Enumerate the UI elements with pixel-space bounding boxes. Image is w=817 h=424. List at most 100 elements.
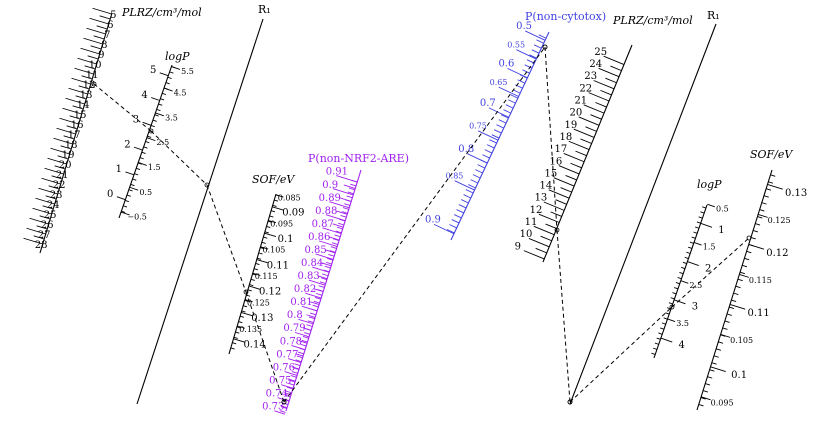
left-logp-fine-tick	[162, 92, 167, 96]
left-plrz-tick	[65, 97, 85, 105]
isopleth-point	[746, 235, 752, 241]
nrf2-tick	[318, 240, 338, 247]
left-sof-fine-tick	[274, 199, 279, 202]
right-plrz-tick	[523, 250, 545, 260]
right-plrz-tick	[538, 213, 560, 223]
left-sof-minor-tick	[268, 219, 277, 224]
right-sof-fine-tick	[698, 404, 704, 407]
left-logp-fine-tick	[141, 151, 146, 154]
nrf2-fine-tick	[291, 371, 298, 374]
right-sof-fine-tick	[750, 237, 756, 240]
right-logp-minor-label: 2.5	[690, 281, 703, 290]
left-sof-fine-tick	[270, 210, 276, 213]
left-logp-minor-label: 0.5	[139, 188, 152, 197]
nrf2-fine-tick	[324, 265, 331, 269]
left-sof-fine-tick	[243, 305, 248, 308]
left-sof-fine-tick	[272, 204, 277, 207]
isopleth-point	[554, 227, 560, 233]
cytotox-fine-tick	[484, 149, 493, 154]
nrf2-fine-tick	[313, 300, 320, 304]
nrf2-fine-tick	[351, 179, 358, 183]
right-logp-tick	[660, 337, 673, 343]
cytotox-tick	[433, 223, 455, 235]
right-sof-minor-label: 0.115	[749, 276, 772, 285]
left-plrz-tick-label: 14	[77, 100, 90, 111]
cytotox-fine-tick	[472, 174, 481, 179]
isopleth-point	[204, 182, 210, 188]
cytotox-fine-tick	[468, 184, 476, 189]
nrf2-fine-tick	[306, 324, 313, 327]
left-plrz-minor-tick	[87, 55, 99, 60]
nrf2-fine-tick	[331, 242, 338, 245]
right-logp-fine-tick	[684, 256, 689, 259]
left-logp-tick-label: 5	[150, 65, 156, 76]
right-plrz-tick-label: 22	[579, 83, 592, 94]
nrf2-fine-tick	[305, 328, 312, 331]
left-plrz-minor-tick	[57, 155, 69, 160]
right-logp-fine-tick	[679, 271, 684, 275]
right-sof-fine-tick	[744, 257, 750, 261]
right-plrz-tick	[543, 201, 565, 211]
left-logp-fine-tick	[134, 173, 139, 176]
left-plrz-tick	[80, 47, 100, 55]
right-plrz-minor-tick	[535, 247, 547, 254]
left-sof-fine-tick	[269, 215, 274, 218]
nrf2-fine-tick	[301, 339, 308, 343]
right-logp-tick	[673, 299, 686, 305]
left-plrz-tick	[77, 57, 97, 65]
right-sof-fine-tick	[729, 306, 735, 309]
right-plrz-minor-tick	[570, 162, 582, 169]
nrf2-tick-label: 0.78	[280, 336, 302, 347]
right-plrz-tick-label: 21	[574, 95, 587, 106]
left-logp-minor-label: 1.5	[148, 163, 161, 172]
nrf2-fine-tick	[340, 214, 347, 218]
isopleth-point	[567, 399, 573, 405]
left-plrz-minor-tick	[48, 185, 60, 190]
left-sof-fine-tick	[247, 289, 252, 292]
right-sof-fine-tick	[715, 348, 722, 351]
right-sof-fine-tick	[742, 264, 748, 268]
isopleth-segment	[569, 306, 673, 403]
cytotox-fine-tick	[503, 109, 511, 114]
left-sof-minor-label: 0.095	[270, 219, 293, 228]
right-r1-line	[569, 23, 717, 405]
cytotox-tick	[477, 130, 499, 141]
left-logp-fine-tick	[145, 141, 150, 144]
nrf2-tick-label: 0.8	[287, 310, 303, 321]
right-plrz-tick	[528, 238, 550, 248]
left-plrz-minor-tick	[33, 235, 45, 240]
left-sof-minor-label: 0.105	[262, 246, 285, 255]
left-sof-fine-tick	[261, 241, 266, 244]
left-plrz-tick-label: 24	[47, 200, 60, 211]
left-sof-fine-tick	[257, 257, 262, 260]
nrf2-fine-tick	[321, 277, 328, 281]
cytotox-fine-tick	[508, 99, 516, 104]
left-sof-title: SOF/eV	[252, 173, 295, 186]
cytotox-fine-tick	[486, 144, 495, 149]
cytotox-fine-tick	[482, 154, 490, 159]
nrf2-tick-label: 0.86	[308, 232, 330, 243]
nrf2-tick	[332, 188, 354, 196]
cytotox-fine-tick	[517, 79, 526, 84]
right-plrz-tick	[568, 140, 590, 151]
right-logp-minor-label: 0.5	[716, 204, 729, 213]
right-plrz-tick	[588, 92, 610, 102]
right-logp-fine-tick	[686, 251, 691, 254]
nrf2-tick-label: 0.89	[319, 193, 341, 204]
left-plrz-tick	[89, 17, 109, 25]
cytotox-fine-tick	[519, 74, 528, 79]
right-logp-tick-label: 4	[678, 340, 684, 351]
left-logp-fine-tick	[137, 162, 143, 165]
right-sof-fine-tick	[709, 369, 715, 372]
left-plrz-tick-label: 20	[59, 160, 72, 171]
cytotox-fine-tick	[538, 34, 547, 39]
left-sof-fine-tick	[264, 231, 269, 234]
nrf2-minor-tick	[298, 340, 308, 344]
left-logp-tick-label: 1	[116, 164, 122, 175]
left-sof-fine-tick	[260, 247, 265, 250]
right-logp-axis-line	[653, 204, 708, 359]
cytotox-fine-tick	[531, 49, 540, 54]
nrf2-fine-tick	[279, 410, 286, 413]
cytotox-tick-label: 0.55	[507, 40, 525, 49]
left-plrz-minor-tick	[39, 215, 51, 220]
